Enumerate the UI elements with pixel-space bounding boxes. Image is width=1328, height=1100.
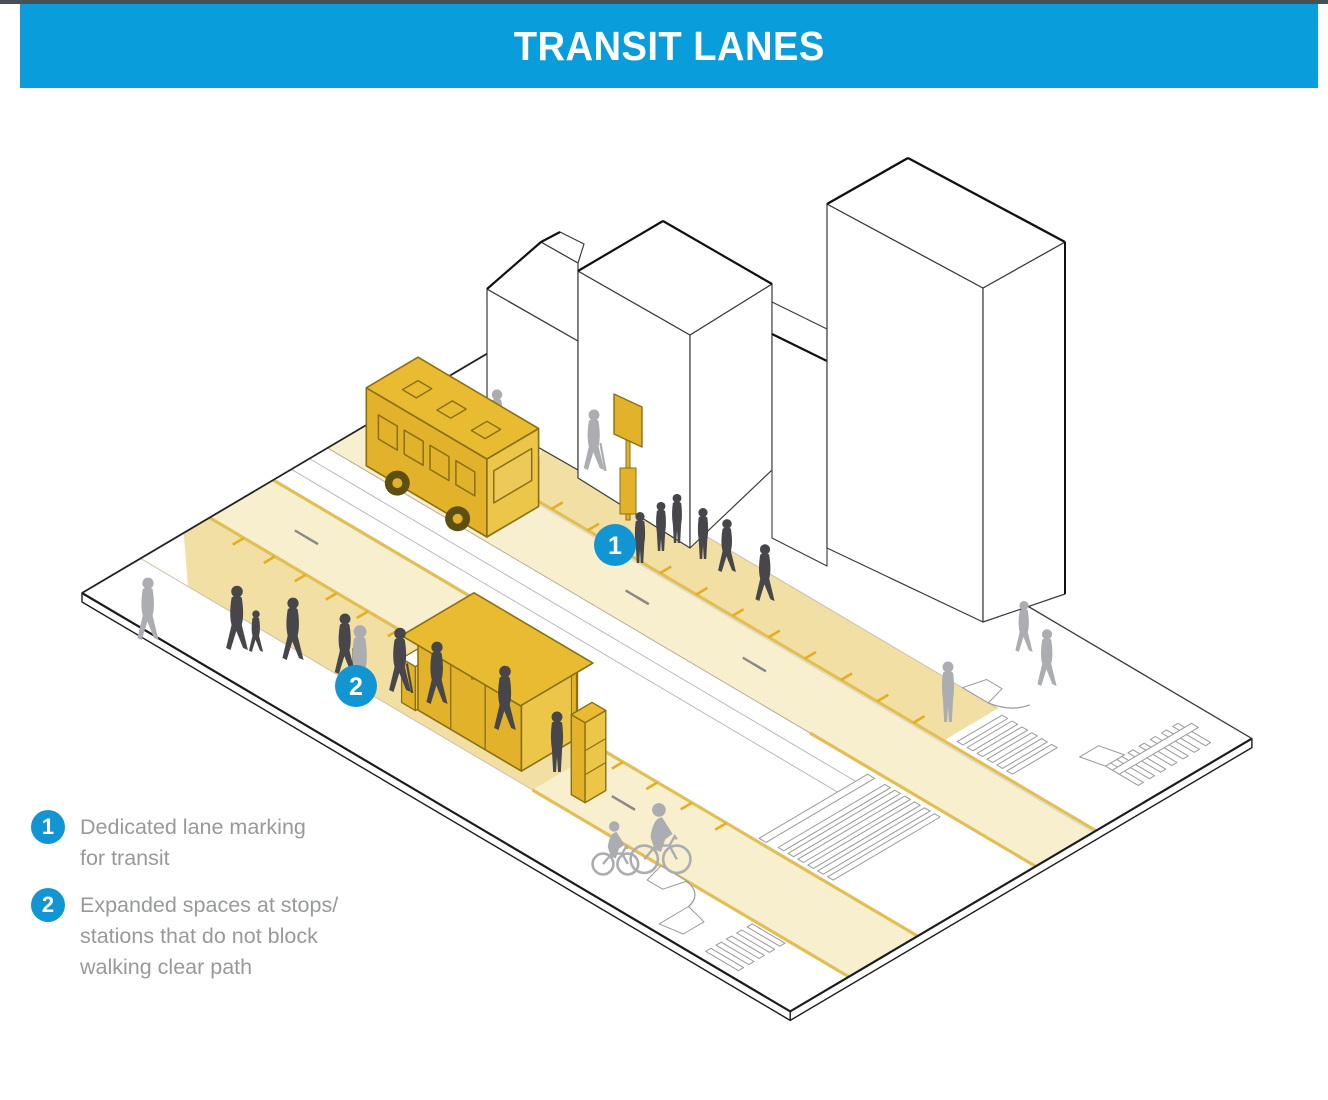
transit-T-marking bbox=[742, 656, 767, 673]
legend-line: for transit bbox=[80, 846, 170, 870]
pedestrian-icon bbox=[583, 409, 607, 472]
legend-item-1: 1 Dedicated lane marking for transit bbox=[31, 810, 391, 874]
callout-1-badge: 1 bbox=[594, 524, 636, 566]
legend-label-2: Expanded spaces at stops/ stations that … bbox=[80, 888, 338, 983]
bus-shelter-icon bbox=[400, 591, 594, 772]
pedestrian-icon bbox=[426, 641, 448, 704]
pedestrian-icon bbox=[634, 511, 646, 563]
callout-2-number: 2 bbox=[349, 673, 363, 701]
top-strip bbox=[0, 0, 1328, 4]
legend-line: walking clear path bbox=[80, 955, 253, 979]
transit-T-marking bbox=[611, 795, 636, 811]
cyclist-icon bbox=[629, 803, 692, 875]
pedestrian-icon bbox=[672, 493, 682, 543]
pedestrian-icon bbox=[941, 661, 955, 722]
pedestrian-icon bbox=[248, 610, 264, 652]
kiosk-icon bbox=[570, 701, 607, 804]
pedestrian-icon bbox=[718, 519, 736, 572]
header-bar: TRANSIT LANES bbox=[20, 4, 1318, 88]
callout-2-badge: 2 bbox=[335, 665, 377, 707]
pedestrian-icon bbox=[755, 544, 775, 601]
legend-badge-2: 2 bbox=[31, 888, 65, 922]
transit-sign-icon bbox=[613, 393, 643, 521]
legend: 1 Dedicated lane marking for transit 2 E… bbox=[31, 810, 391, 997]
pedestrian-icon bbox=[697, 507, 709, 559]
pedestrian-icon bbox=[656, 501, 666, 551]
transit-T-marking bbox=[294, 529, 319, 546]
pedestrian-icon bbox=[1037, 629, 1057, 686]
pedestrian-icon bbox=[389, 627, 414, 694]
legend-line: Dedicated lane marking bbox=[80, 815, 306, 839]
callout-1-number: 1 bbox=[608, 532, 622, 560]
pedestrian-icon bbox=[550, 711, 564, 772]
legend-line: Expanded spaces at stops/ bbox=[80, 893, 339, 917]
pedestrian-icon bbox=[226, 585, 248, 650]
legend-badge-1: 1 bbox=[31, 810, 65, 844]
crosswalk-icon bbox=[646, 679, 1212, 972]
legend-item-2: 2 Expanded spaces at stops/ stations tha… bbox=[31, 888, 391, 983]
transit-T-marking bbox=[624, 589, 650, 606]
pedestrian-icon bbox=[1015, 600, 1033, 652]
bus-icon bbox=[365, 356, 540, 538]
legend-label-1: Dedicated lane marking for transit bbox=[80, 810, 306, 874]
cyclist-icon bbox=[591, 821, 640, 876]
page-title: TRANSIT LANES bbox=[513, 22, 825, 69]
pedestrian-icon bbox=[494, 665, 516, 730]
pedestrian-icon bbox=[282, 597, 304, 660]
pedestrian-icon bbox=[137, 577, 159, 640]
isometric-street-scene bbox=[81, 156, 1253, 1022]
ground-plane bbox=[81, 320, 1253, 1022]
legend-line: stations that do not block bbox=[80, 924, 318, 948]
